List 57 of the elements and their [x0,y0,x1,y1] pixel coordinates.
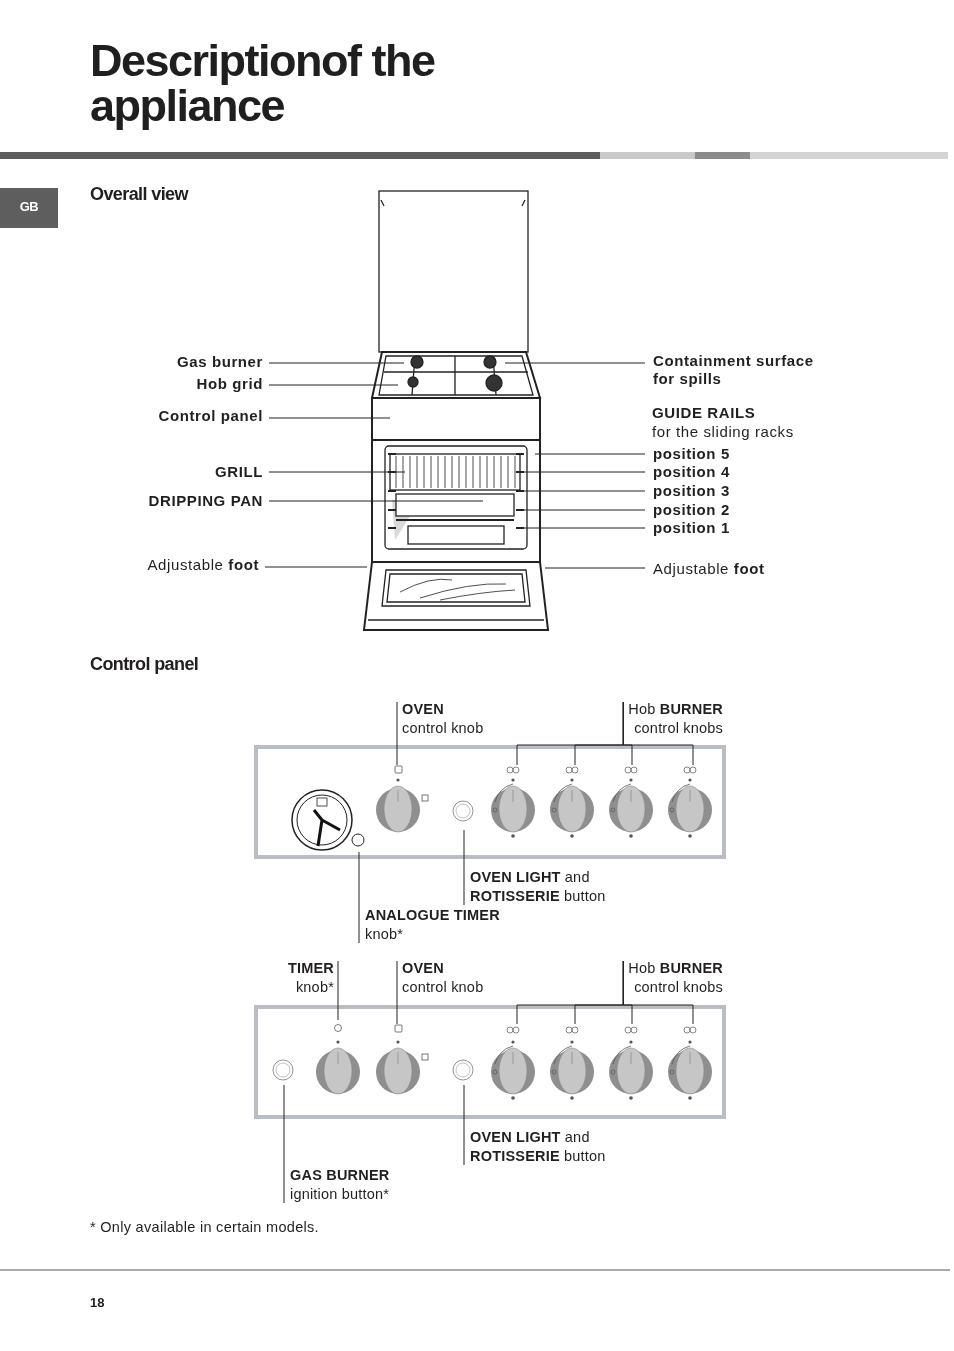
leader-line [521,527,646,529]
callout-label: Hob BURNER [628,959,723,978]
callout-label: Hob grid [196,375,263,393]
callout-label: Adjustable foot [147,556,259,574]
callout-label: Gas burner [176,353,263,371]
callout-label: position 1 [653,519,730,537]
leader-line [504,362,646,364]
callout-label: Containment surface for spills [653,352,815,388]
leader-line [268,384,399,386]
leader-line [268,417,391,419]
callout-label: ANALOGUE TIMER [365,906,500,925]
leader-line [463,829,465,906]
callout-label: position 2 [653,501,730,519]
callout-label: knob* [365,924,405,943]
callout-label: Hob BURNER [628,700,723,719]
callout-label: knob* [294,977,334,996]
language-tab-label: GB [18,199,40,214]
page-title: Descriptionof the appliance [90,38,436,128]
leader-line [521,490,646,492]
leader-line [268,471,406,473]
section-heading: Overall view [90,184,188,205]
leader-line [544,567,646,569]
callout-label: position 4 [653,463,730,481]
callout-label: TIMER [287,959,334,978]
leader-line [534,453,646,455]
callout-label: GUIDE RAILS [652,404,756,421]
leader-line [463,1084,465,1166]
leader-line [396,701,398,766]
callout-label: for the sliding racks [652,423,794,440]
callout-label: control knob [402,718,484,737]
callout-label: ignition button* [290,1184,390,1203]
leader-line [283,1084,285,1204]
section-heading: Control panel [90,654,199,675]
callout-label: OVEN [402,700,445,719]
footnote: * Only available in certain models. [90,1219,319,1235]
callout-label: Adjustable foot [653,560,765,578]
callout-label: OVEN LIGHT and ROTISSERIE button [470,868,607,905]
callout-label: GAS BURNER [290,1166,390,1185]
leader-line [396,960,398,1025]
leader-line [622,960,694,1025]
callout-label: position 5 [653,445,730,463]
leader-line [268,500,484,502]
callout-label: OVEN [402,959,445,978]
callout-label: control knobs [633,718,723,737]
callout-label: GRILL [215,463,263,481]
leader-line [622,701,694,766]
callout-label: Control panel [158,407,263,425]
leader-line [268,362,405,364]
page-number: 18 [90,1295,105,1310]
callout-label: control knob [402,977,484,996]
callout-label: position 3 [653,482,730,500]
callout-label: OVEN LIGHT and ROTISSERIE button [470,1128,607,1165]
callout-label: control knobs [633,977,723,996]
callout-label: DRIPPING PAN [148,492,263,510]
leader-line [358,851,360,944]
leader-line [264,566,368,568]
leader-line [337,960,339,1021]
